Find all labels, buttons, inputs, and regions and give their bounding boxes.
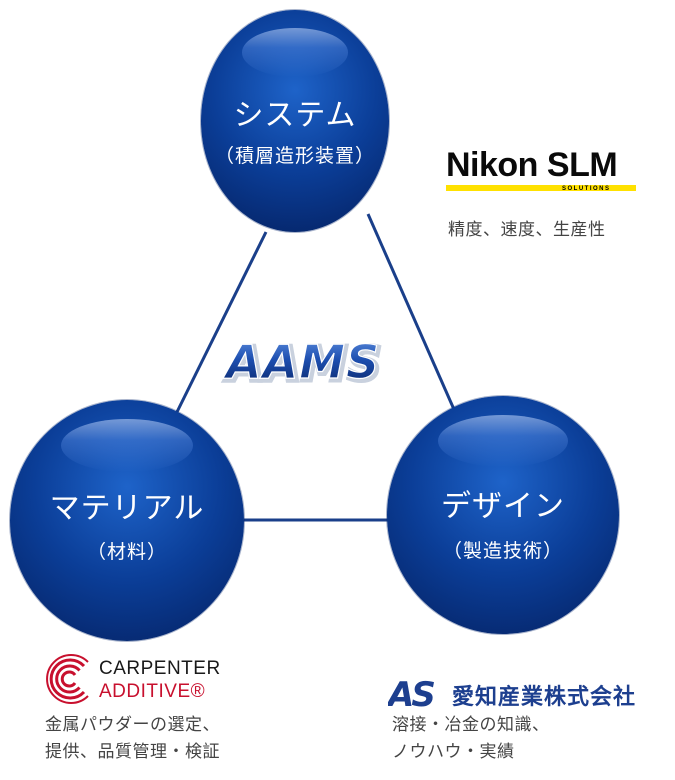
- aichi-logo-text: 愛知産業株式会社: [452, 685, 637, 710]
- system-title: システム: [233, 98, 357, 133]
- aams-label-shadow: AAMS: [225, 337, 382, 391]
- nikon-description: 精度、速度、生産性: [448, 220, 606, 240]
- material-subtitle: （材料）: [86, 541, 167, 563]
- carpenter-logo-line2: ADDITIVE®: [99, 681, 206, 702]
- nikon-yellow-bar: [446, 185, 636, 191]
- material-title: マテリアル: [49, 491, 205, 526]
- design-circle: デザイン （製造技術）: [387, 396, 619, 634]
- aichi-description: 溶接・冶金の知識、 ノウハウ・実績: [392, 712, 550, 766]
- circle-gloss: [242, 27, 348, 77]
- system-circle: システム （積層造形装置）: [201, 10, 389, 232]
- design-title: デザイン: [441, 489, 565, 524]
- nikon-logo-text: Nikon SLM: [446, 146, 618, 184]
- aichi-as-mark: AS: [388, 676, 437, 710]
- aichi-logo-mark: AS: [388, 676, 434, 710]
- line-system-material: [174, 231, 268, 415]
- carpenter-description: 金属パウダーの選定、 提供、品質管理・検証: [45, 712, 220, 766]
- carpenter-additive-logo: CARPENTER ADDITIVE®: [44, 654, 264, 704]
- nikon-slm-logo: Nikon SLM SOLUTIONS: [446, 146, 636, 192]
- design-subtitle: （製造技術）: [442, 540, 563, 562]
- carpenter-description-line1: 金属パウダーの選定、: [45, 715, 220, 735]
- circle-gloss: [438, 415, 568, 468]
- carpenter-logo-line1: CARPENTER: [99, 658, 221, 679]
- line-system-design: [366, 213, 458, 415]
- carpenter-c-icon: [46, 654, 89, 704]
- aichi-description-line2: ノウハウ・実績: [392, 742, 515, 762]
- system-subtitle: （積層造形装置）: [214, 145, 375, 167]
- aichi-sangyo-logo: AS 愛知産業株式会社: [388, 676, 675, 712]
- aams-logo: AAMS AAMS: [222, 334, 383, 393]
- aichi-description-line1: 溶接・冶金の知識、: [392, 715, 550, 735]
- material-circle: マテリアル （材料）: [10, 400, 244, 641]
- carpenter-description-line2: 提供、品質管理・検証: [45, 742, 220, 762]
- aams-label: AAMS: [223, 335, 380, 389]
- nikon-logo-subtext: SOLUTIONS: [562, 186, 611, 192]
- circle-gloss: [61, 419, 193, 473]
